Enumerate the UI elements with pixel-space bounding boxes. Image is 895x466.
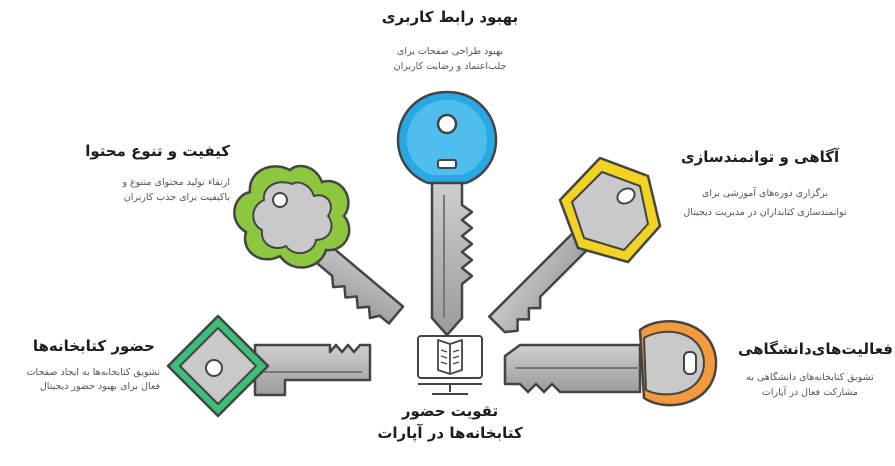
left-desc-line1: تشویق کتابخانه‌ها به ایجاد صفحات	[26, 367, 160, 378]
left-desc-line2: فعال برای بهبود حضور دیجیتال	[39, 381, 160, 392]
upper-right-desc: برگزاری دوره‌های آموزشی برای توانمندسازی…	[655, 184, 875, 222]
upper-right-desc-line1: برگزاری دوره‌های آموزشی برای	[701, 188, 829, 199]
top-desc: بهبود طراحی صفحات برای جلب‌اعتماد و رضای…	[360, 44, 540, 74]
key-upper-left	[233, 164, 405, 325]
right-desc: تشویق کتابخانه‌های دانشگاهی به مشارکت فع…	[730, 370, 890, 400]
upper-left-desc-line1: ارتقاء تولید محتوای متنوع و	[122, 177, 230, 188]
center-title-line2: کتابخانه‌ها در آپارات	[377, 424, 523, 442]
upper-right-title: آگاهی و توانمندسازی	[680, 148, 840, 166]
top-desc-line1: بهبود طراحی صفحات برای	[396, 46, 504, 57]
top-title: بهبود رابط کاربری	[381, 8, 519, 26]
center-title-line1: تقویت حضور	[401, 402, 499, 420]
upper-right-desc-line2: توانمندسازی کتابداران در مدیریت دیجیتال	[683, 207, 847, 218]
book-on-monitor-icon	[417, 335, 483, 395]
top-desc-line2: جلب‌اعتماد و رضایت کاربران	[393, 61, 507, 72]
upper-left-desc: ارتقاء تولید محتوای متنوع و باکیفیت برای…	[60, 175, 230, 205]
right-title: فعالیت‌های‌دانشگاهی	[737, 340, 893, 358]
center-title: تقویت حضور کتابخانه‌ها در آپارات	[345, 400, 555, 444]
upper-left-title: کیفیت و تنوع محتوا	[85, 142, 230, 160]
left-desc: تشویق کتابخانه‌ها به ایجاد صفحات فعال بر…	[5, 366, 160, 394]
right-desc-line2: مشارکت فعال در آپارات	[761, 387, 859, 398]
right-desc-line1: تشویق کتابخانه‌های دانشگاهی به	[746, 372, 874, 383]
key-top	[396, 90, 498, 337]
key-right	[503, 320, 718, 407]
key-upper-right	[488, 156, 662, 334]
upper-left-desc-line2: باکیفیت برای جذب کاربران	[123, 192, 230, 203]
left-title: حضور کتابخانه‌ها	[32, 337, 155, 355]
key-left	[166, 314, 372, 418]
